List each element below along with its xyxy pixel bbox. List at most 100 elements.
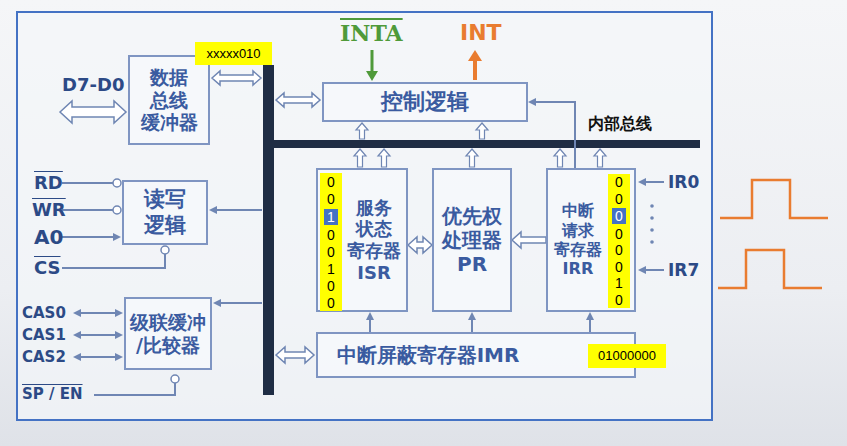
- inta-arrow: [371, 50, 374, 72]
- signal-connector: [528, 98, 575, 168]
- arrow-head: [115, 331, 123, 339]
- bit-value: 0: [615, 192, 623, 206]
- bus-arrow: [356, 123, 368, 139]
- data-bus-arrow: [60, 101, 126, 123]
- bus-label: D7-D0: [62, 74, 124, 96]
- pin-wire: [62, 209, 113, 211]
- value-tag: 01000000: [588, 344, 666, 368]
- ellipsis-dot: [650, 204, 654, 208]
- node-text: 读写 逻辑: [140, 187, 190, 237]
- pin-label: CAS0: [22, 304, 66, 322]
- hollow-arrow: [512, 232, 546, 248]
- pin-label: SP / EN: [22, 385, 83, 403]
- bit-value: 0: [615, 260, 623, 274]
- bit-value: 0: [615, 175, 623, 189]
- node-text: xxxxx010: [206, 46, 260, 62]
- bus-arrow: [554, 149, 566, 167]
- text-holder: 优先权 处理器 PR: [434, 170, 510, 310]
- bit-value: 0: [327, 192, 335, 206]
- bus-arrow: [354, 149, 366, 167]
- node-text: 优先权 处理器 PR: [439, 204, 505, 276]
- inversion-bubble: [161, 246, 169, 254]
- pin-wire: [645, 269, 664, 271]
- bit-value: 1: [327, 262, 335, 276]
- pin-label: CAS1: [22, 326, 66, 344]
- node-text: 级联缓冲 /比较器: [127, 311, 209, 357]
- bus-arrow: [476, 123, 488, 139]
- pin-label: IR0: [668, 172, 699, 192]
- arrow-head: [213, 299, 221, 307]
- signal-label: INTA: [340, 20, 403, 46]
- arrow-head: [638, 266, 646, 274]
- arrow-head: [528, 98, 536, 106]
- arrow-head: [366, 71, 378, 81]
- internal-bus-bar: [274, 140, 700, 148]
- arrow-head: [468, 312, 476, 320]
- rw-logic-box: 读写 逻辑: [122, 180, 208, 245]
- int-arrow: [473, 60, 477, 80]
- control-box: 控制逻辑: [322, 82, 528, 122]
- pin-label: RD: [34, 172, 63, 194]
- pin-wire: [80, 356, 116, 358]
- text-holder: 服务 状态 寄存器 ISR: [344, 170, 404, 310]
- connector-line: [471, 319, 473, 332]
- arrow-head: [73, 309, 81, 317]
- arrow-head: [586, 312, 594, 320]
- inversion-bubble: [113, 179, 121, 187]
- pin-wire: [80, 334, 116, 336]
- bus-arrow: [276, 93, 320, 107]
- pin-wire: [62, 254, 165, 268]
- node-text: 01000000: [598, 348, 656, 364]
- bit-value: 0: [327, 296, 335, 310]
- pin-label: A0: [34, 225, 63, 249]
- bit-value: 0: [615, 243, 623, 257]
- connector-line: [369, 319, 371, 332]
- bit-value: 0: [327, 279, 335, 293]
- bus-arrow: [378, 149, 390, 167]
- arrow-head: [113, 233, 121, 241]
- bit-column: 00000010: [608, 174, 630, 308]
- arrow-head: [209, 206, 217, 214]
- buffer-box: 数据 总线 缓冲器: [128, 55, 210, 145]
- text-holder: 中断屏蔽寄存器IMR: [318, 334, 538, 376]
- signal-label: INT: [460, 20, 502, 46]
- bit-value: 0: [612, 208, 626, 224]
- mask-connector: [586, 312, 594, 332]
- node-text: 中断 请求 寄存器 IRR: [549, 201, 607, 279]
- outer-frame: [17, 12, 712, 420]
- value-tag: xxxxx010: [195, 42, 272, 65]
- text-holder: 控制逻辑: [324, 84, 526, 120]
- data-path-arrow: [512, 232, 546, 248]
- pin-wire: [645, 181, 664, 183]
- bit-column: 00100100: [320, 173, 342, 311]
- imr-box: 中断屏蔽寄存器IMR01000000: [316, 332, 636, 378]
- connector-line: [535, 102, 575, 168]
- bit-value: 0: [615, 293, 623, 307]
- bit-value: 1: [615, 276, 623, 290]
- pin-label: WR: [32, 199, 66, 221]
- wire: [217, 209, 262, 211]
- cascade-box: 级联缓冲 /比较器: [124, 297, 212, 370]
- pulse-waveform: [718, 250, 822, 288]
- node-text: 服务 状态 寄存器 ISR: [345, 197, 403, 283]
- node-text: 控制逻辑: [381, 89, 469, 115]
- pin-label: CS: [34, 257, 61, 279]
- arrow-head: [115, 309, 123, 317]
- mask-connector: [468, 312, 476, 332]
- bus-arrow: [466, 149, 478, 167]
- ellipsis-dot: [650, 240, 654, 244]
- node-text: 数据 总线 缓冲器: [138, 66, 200, 134]
- text-holder: 00100100: [320, 173, 342, 311]
- text-holder: 01000000: [588, 344, 666, 368]
- bit-value: 1: [324, 209, 338, 225]
- ellipsis-dot: [650, 228, 654, 232]
- bus-label: 内部总线: [588, 114, 652, 133]
- pin-wire: [94, 383, 175, 395]
- pin-wire: [80, 312, 116, 314]
- bus-arrow: [212, 71, 261, 85]
- pulse-waveform: [720, 180, 828, 218]
- bus-arrow: [276, 347, 314, 363]
- bit-value: 0: [327, 245, 335, 259]
- pin-wire: [62, 236, 114, 238]
